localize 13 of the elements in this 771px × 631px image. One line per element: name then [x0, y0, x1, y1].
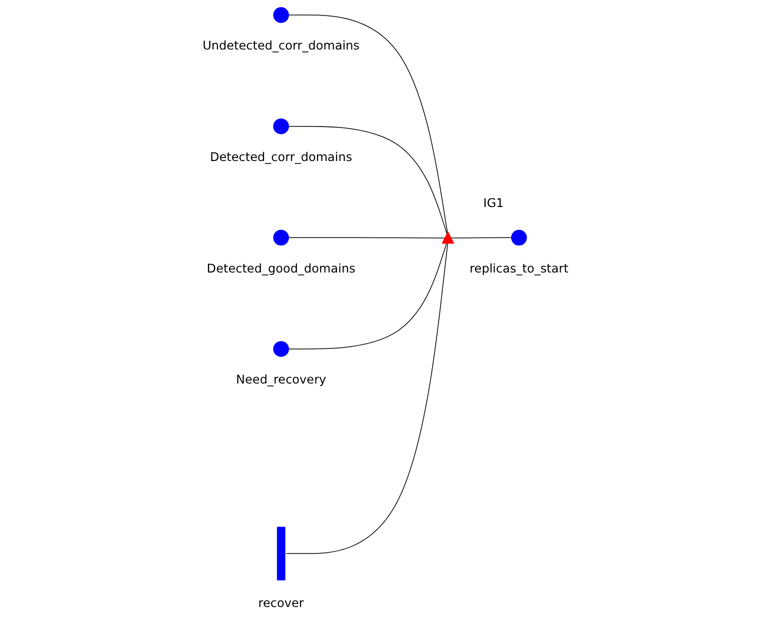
- connector: [286, 243, 448, 554]
- node-circle: [273, 7, 289, 23]
- node-circle: [511, 230, 527, 246]
- node-circle: [273, 118, 289, 134]
- node-label: Undetected_corr_domains: [202, 38, 360, 53]
- node-label: recover: [258, 596, 304, 610]
- node-circle: [273, 341, 289, 357]
- node-label: Need_recovery: [236, 372, 326, 387]
- node-label: Detected_corr_domains: [210, 150, 352, 164]
- node-label: Detected_good_domains: [206, 260, 356, 276]
- node-label: replicas_to_start: [470, 260, 568, 276]
- node-circle: [273, 230, 289, 246]
- node-label: IG1: [483, 196, 504, 210]
